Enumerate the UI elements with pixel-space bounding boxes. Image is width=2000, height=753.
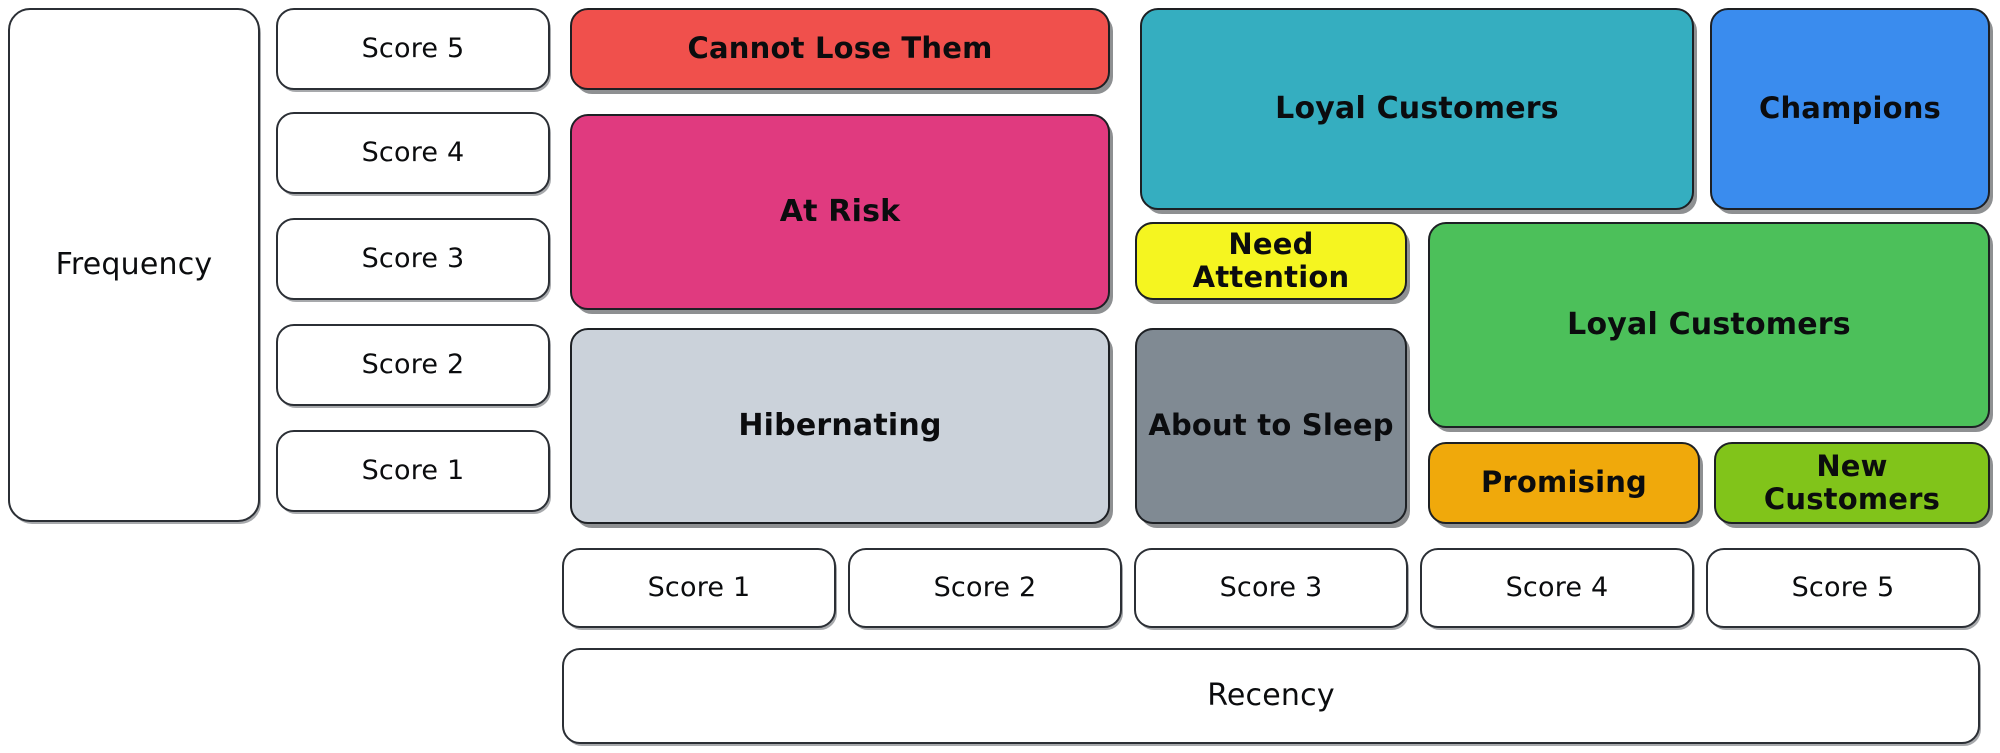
frequency-axis-label: Frequency [8, 8, 260, 522]
segment-cannot-lose-them[interactable]: Cannot Lose Them [570, 8, 1110, 90]
segment-champions[interactable]: Champions [1710, 8, 1990, 210]
recency-score-1: Score 1 [562, 548, 836, 628]
frequency-score-2: Score 2 [276, 324, 550, 406]
frequency-score-1: Score 1 [276, 430, 550, 512]
recency-score-5: Score 5 [1706, 548, 1980, 628]
segment-loyal-customers-green[interactable]: Loyal Customers [1428, 222, 1990, 428]
recency-axis-label: Recency [562, 648, 1980, 744]
frequency-score-3: Score 3 [276, 218, 550, 300]
recency-score-4: Score 4 [1420, 548, 1694, 628]
segment-loyal-customers-teal[interactable]: Loyal Customers [1140, 8, 1694, 210]
segment-need-attention[interactable]: Need Attention [1135, 222, 1407, 300]
frequency-score-4: Score 4 [276, 112, 550, 194]
recency-score-3: Score 3 [1134, 548, 1408, 628]
recency-score-2: Score 2 [848, 548, 1122, 628]
frequency-score-5: Score 5 [276, 8, 550, 90]
segment-about-to-sleep[interactable]: About to Sleep [1135, 328, 1407, 524]
segment-new-customers[interactable]: New Customers [1714, 442, 1990, 524]
segment-at-risk[interactable]: At Risk [570, 114, 1110, 310]
segment-hibernating[interactable]: Hibernating [570, 328, 1110, 524]
segment-promising[interactable]: Promising [1428, 442, 1700, 524]
